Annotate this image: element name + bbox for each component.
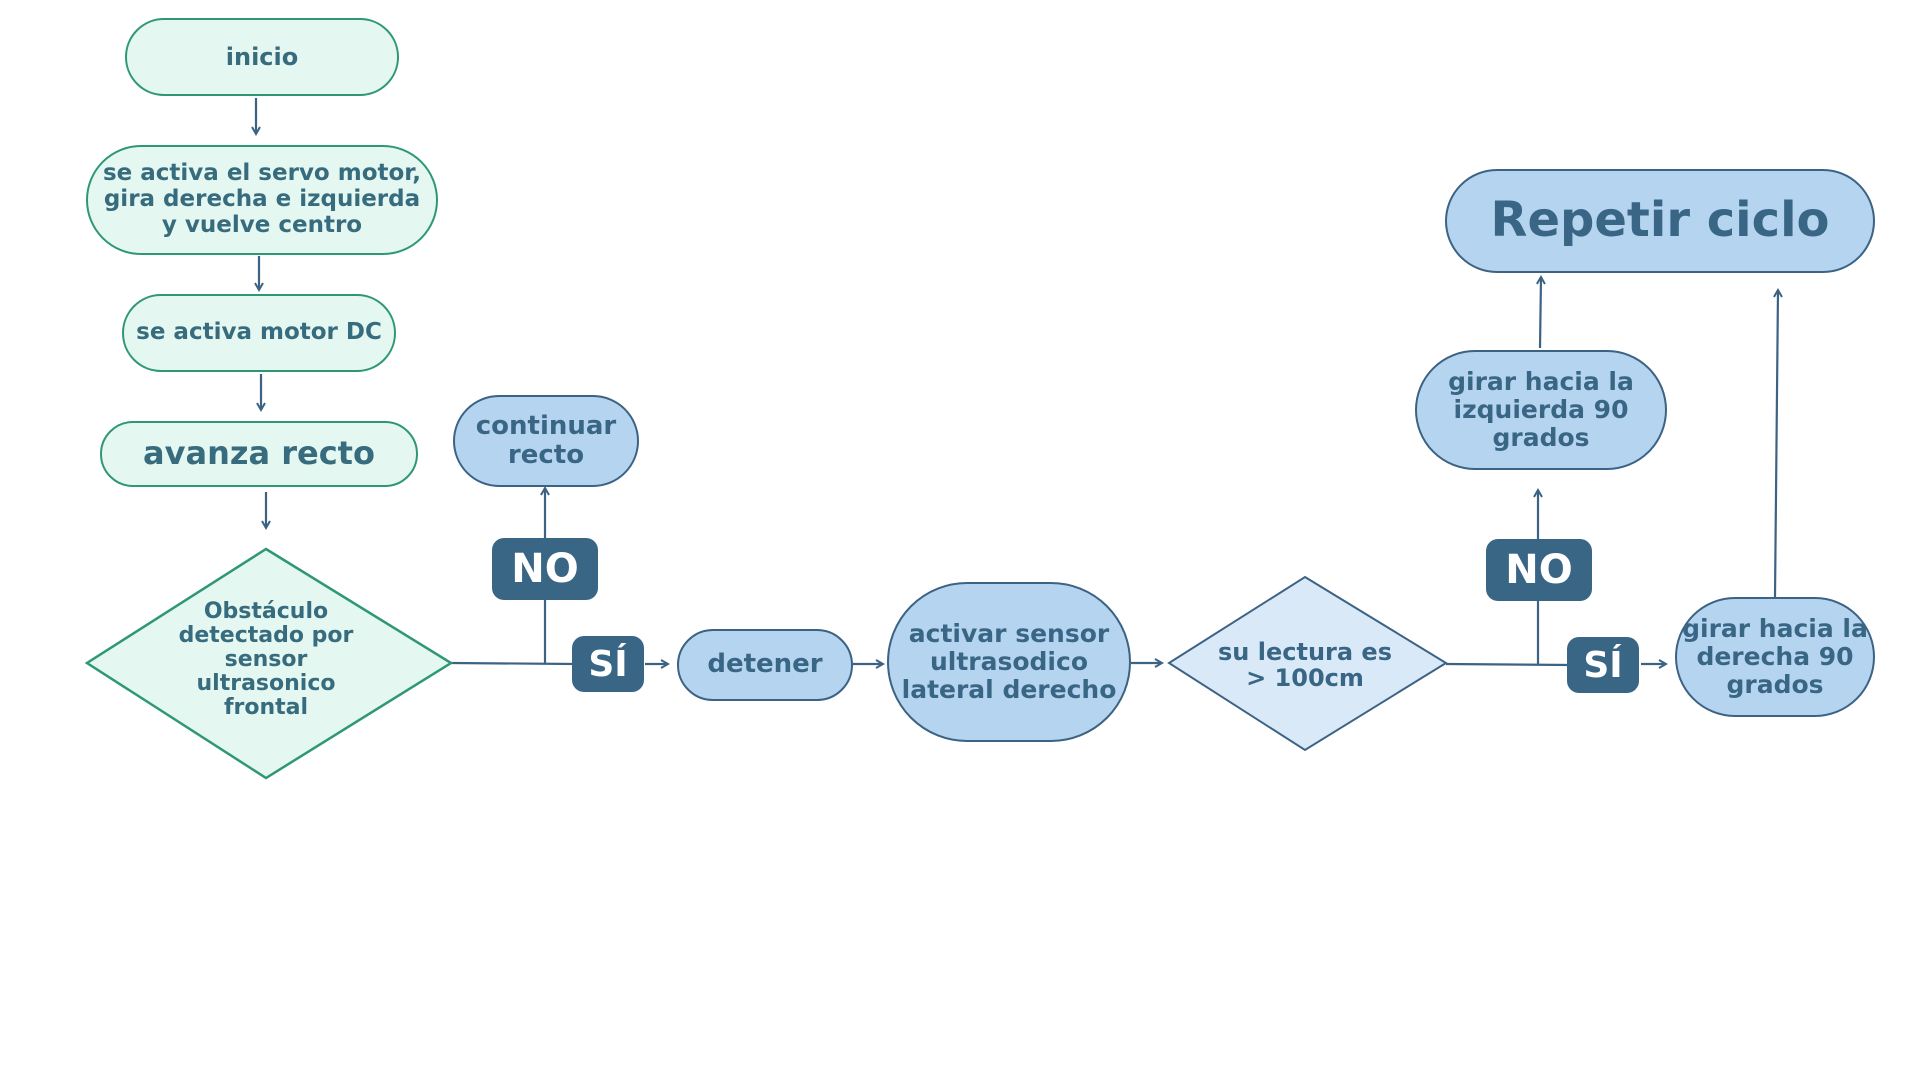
node-continuar: continuar recto	[453, 395, 639, 487]
node-activar-lateral: activar sensor ultrasodico lateral derec…	[887, 582, 1131, 742]
edge-derecha-repetir	[1775, 290, 1778, 598]
node-detener: detener	[677, 629, 853, 701]
node-repetir: Repetir ciclo	[1445, 169, 1875, 273]
edge-obstaculo-junction	[450, 661, 576, 666]
node-motor-dc: se activa motor DC	[122, 294, 396, 372]
node-inicio: inicio	[125, 18, 399, 96]
node-servo: se activa el servo motor, gira derecha e…	[86, 145, 438, 255]
edge-izquierda-repetir	[1540, 277, 1541, 349]
node-izquierda: girar hacia la izquierda 90 grados	[1415, 350, 1667, 470]
label-no-lectura: NO	[1486, 539, 1592, 601]
node-derecha: girar hacia la derecha 90 grados	[1675, 597, 1875, 717]
label-si-obstaculo: SÍ	[572, 636, 644, 692]
edge-lectura-junction	[1445, 662, 1571, 667]
label-no-obstaculo: NO	[492, 538, 598, 600]
diamond-lectura	[1167, 575, 1448, 752]
diamond-obstaculo	[84, 547, 454, 780]
node-avanza: avanza recto	[100, 421, 418, 487]
label-si-lectura: SÍ	[1567, 637, 1639, 693]
node-obstaculo-label: Obstáculo detectado por sensor ultrasoni…	[178, 598, 354, 721]
node-lectura-label: su lectura es > 100cm	[1218, 637, 1392, 692]
